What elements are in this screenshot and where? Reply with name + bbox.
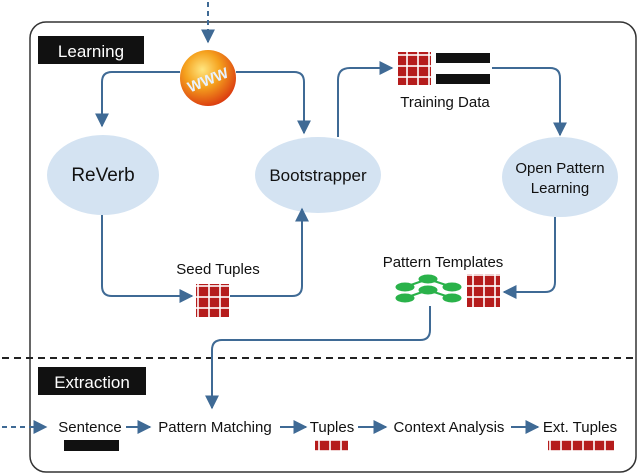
pattern-templates-label: Pattern Templates — [383, 254, 504, 271]
reverb-label: ReVerb — [71, 165, 134, 186]
arrow-open-pattern-to-templates — [502, 217, 556, 299]
arrow-www-to-bootstrapper — [236, 71, 311, 135]
outer-frame — [29, 21, 637, 473]
sentence-icon — [64, 440, 119, 451]
seed-tuples-label: Seed Tuples — [176, 261, 259, 278]
ext-tuples-label: Ext. Tuples — [543, 419, 617, 436]
learning-tag-label: Learning — [58, 42, 124, 61]
training-sentences-icon — [436, 53, 490, 84]
pattern-graph-icon — [395, 274, 462, 303]
reverb-node: ReVerb — [47, 135, 159, 215]
arrow-reverb-to-seed-tuples — [101, 215, 194, 303]
tuples-icon — [315, 440, 348, 451]
extraction-tag-label: Extraction — [54, 373, 130, 392]
sentence-label: Sentence — [58, 419, 121, 436]
tuples-label: Tuples — [310, 419, 354, 436]
pattern-matching-label: Pattern Matching — [158, 419, 271, 436]
bootstrapper-node: Bootstrapper — [255, 137, 381, 213]
arrow-templates-to-pattern-matching — [205, 306, 431, 410]
training-data-label: Training Data — [400, 94, 490, 111]
arrow-training-data-to-open-pattern — [492, 67, 567, 137]
open-pattern-label-line2: Learning — [531, 180, 589, 197]
arrow-www-to-reverb — [95, 71, 180, 128]
extraction-tag: Extraction — [38, 367, 146, 395]
learning-tag: Learning — [38, 36, 144, 64]
context-analysis-label: Context Analysis — [394, 419, 505, 436]
ext-tuples-icon — [548, 440, 614, 451]
bootstrapper-label: Bootstrapper — [269, 166, 367, 185]
open-pattern-learning-node: Open Pattern Learning — [502, 137, 618, 217]
training-tuples-icon — [398, 52, 431, 85]
pattern-templates-tuples-icon — [467, 274, 500, 307]
arrow-seed-tuples-to-bootstrapper — [230, 207, 309, 297]
arrow-bootstrapper-to-training-data — [337, 61, 394, 137]
seed-tuples-icon — [196, 284, 229, 317]
www-node: WWW — [180, 50, 236, 106]
open-pattern-label-line1: Open Pattern — [515, 160, 604, 177]
